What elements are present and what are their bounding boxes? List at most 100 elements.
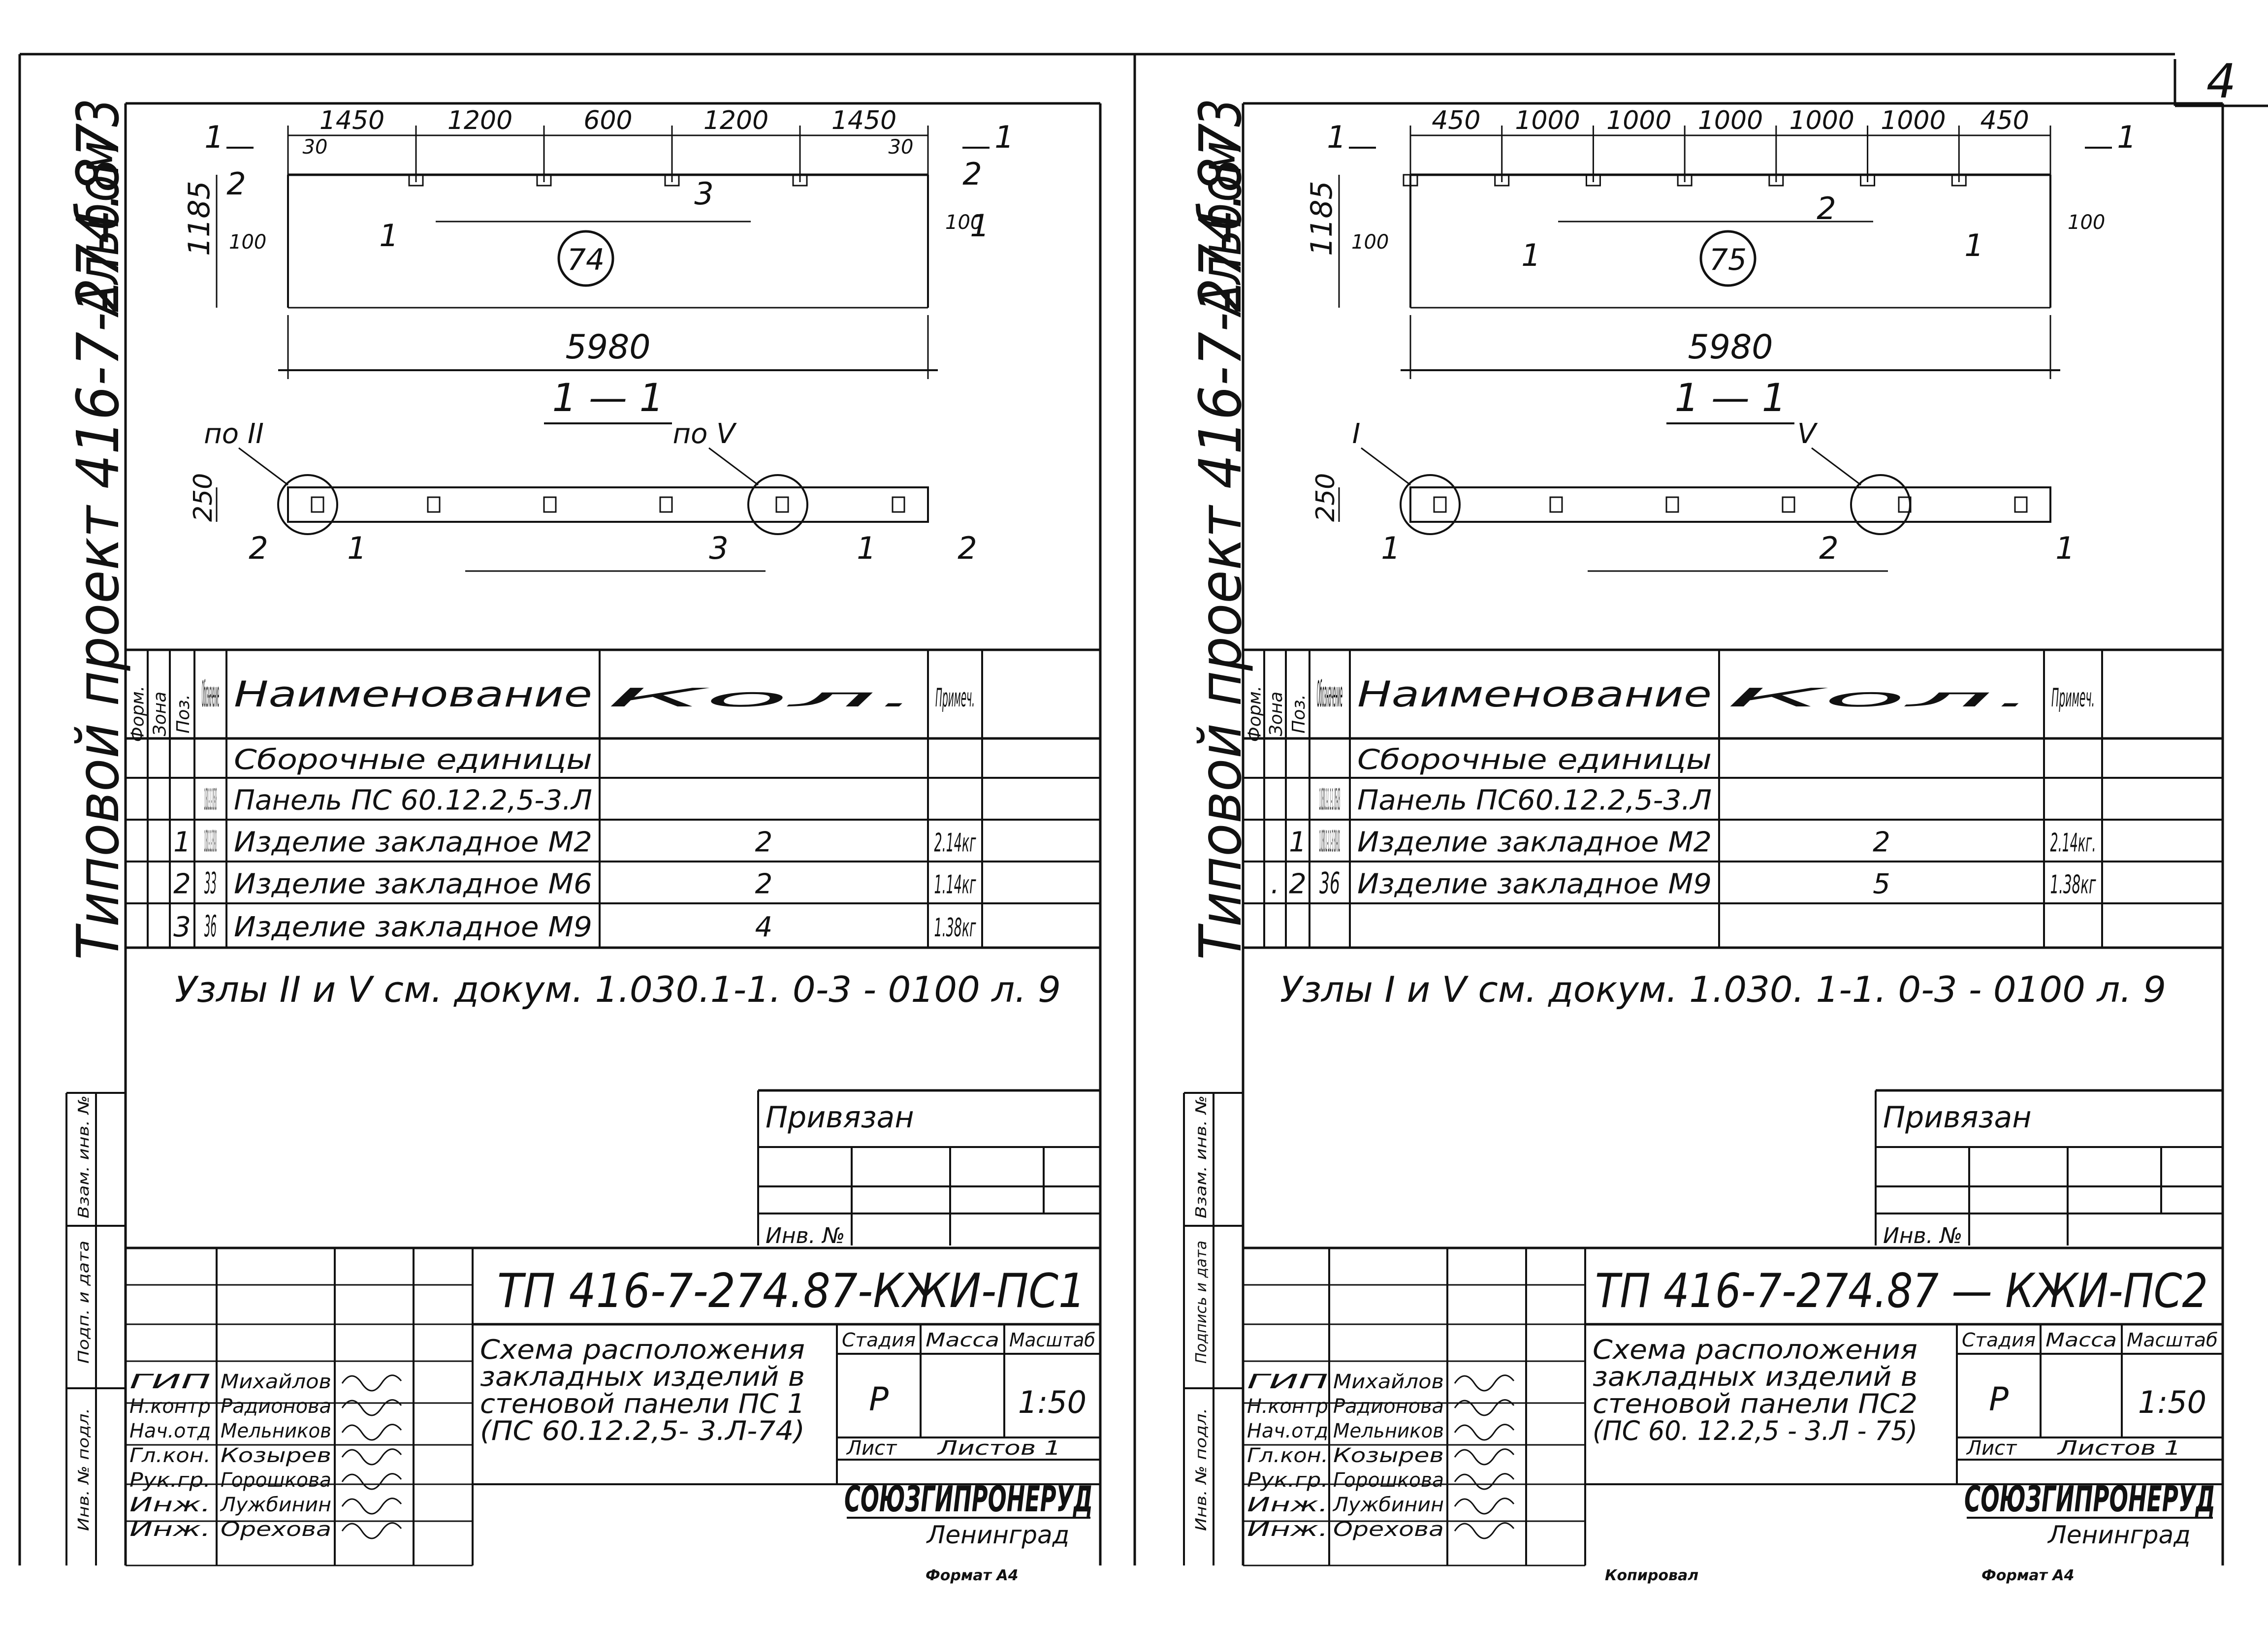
embedded-plate-mark (536, 174, 552, 187)
height-dim: 1185 (1305, 181, 1339, 256)
node-ref-label: I (1352, 418, 1361, 450)
inv-label: Инв. № (1883, 1223, 1962, 1248)
node-ref-leader (238, 447, 288, 486)
signature-role: ГИП (129, 1371, 211, 1393)
cut-marker-right: 1 (2117, 119, 2136, 155)
section-plate-mark (1782, 496, 1795, 513)
plan-callout: 1 (1521, 237, 1540, 273)
plan-callout: 1 (970, 208, 989, 244)
table-cell: Сборочные единицы (1357, 744, 1712, 776)
section-plate-mark (1549, 496, 1563, 513)
signature-name: Лужбинин (220, 1494, 331, 1516)
city: Ленинград (2047, 1521, 2190, 1549)
privyazan-label: Привязан (766, 1100, 914, 1135)
offset-dim-value: 100 (945, 211, 983, 234)
table-cell: 36 (1319, 866, 1340, 901)
embedded-plate-mark (1768, 174, 1784, 187)
chain-dim-value: 450 (1432, 106, 1480, 135)
section-outline (287, 486, 929, 523)
album-label: Альбом 3 (64, 98, 132, 318)
table-cell: 2 (755, 868, 773, 900)
stage-value: Р (1989, 1380, 2009, 1418)
side-stamp-label: Взам. инв. № (1193, 1095, 1210, 1218)
sheet-title-line: закладных изделий в (480, 1361, 805, 1392)
table-header: Наименование (1357, 673, 1712, 715)
sheet-title-line: Схема расположения (480, 1334, 805, 1365)
signature-name: Михайлов (221, 1371, 331, 1393)
table-cell: 1.030.1-1.1-1 05-03 (204, 783, 217, 817)
table-cell: . (1271, 868, 1279, 900)
signature-name: Орехова (221, 1518, 331, 1541)
table-cell: 1 (1289, 827, 1307, 859)
table-cell: Панель ПС60.12.2,5-3.Л (1357, 785, 1712, 817)
chain-dim-value: 1200 (703, 106, 768, 135)
signature-scribble (1454, 1473, 1515, 1490)
sheet-title-line: Схема расположения (1593, 1334, 1917, 1365)
signature-scribble (341, 1522, 402, 1539)
signature-role: Инж. (129, 1518, 211, 1541)
format-label: Формат А4 (1981, 1567, 2075, 1584)
table-cell: 5 (1873, 868, 1890, 900)
table-header: Форм. (128, 686, 148, 742)
section-callout: 1 (2055, 530, 2075, 566)
node-ref-circle (277, 474, 338, 535)
format-label: Копировал (1605, 1567, 1698, 1584)
sheet-title-line: стеновой панели ПС 1 (480, 1388, 805, 1419)
detail-number-circle (557, 230, 614, 287)
table-header: Примеч. (935, 683, 975, 713)
embedded-plate-mark (408, 174, 424, 187)
organization: СОЮЗГИПРОНЕРУД (1964, 1478, 2215, 1520)
signature-scribble (1454, 1374, 1515, 1392)
signature-scribble (1454, 1448, 1515, 1466)
chain-dim-value: 600 (583, 106, 632, 135)
signature-role: Н.контр (1247, 1395, 1328, 1418)
project-label: Типовой проект 416-7-274.87 (64, 123, 132, 960)
stage-header: Масштаб (1009, 1329, 1095, 1351)
note-text: Узлы II и V см. докум. 1.030.1-1. 0-3 - … (175, 969, 1061, 1010)
embedded-plate-mark (1585, 174, 1601, 187)
doc-code: ТП 416-7-274.87-КЖИ-ПС1 (497, 1264, 1086, 1318)
organization: СОЮЗГИПРОНЕРУД (844, 1478, 1093, 1520)
section-plate-mark (2014, 496, 2028, 513)
signature-role: Инж. (1247, 1518, 1328, 1541)
table-cell: 1.38кг (2050, 870, 2096, 900)
signature-scribble (341, 1374, 402, 1392)
side-stamp-label: Инв. № подл. (1193, 1408, 1210, 1531)
section-plate-mark (775, 496, 789, 513)
stage-value: Р (869, 1380, 889, 1418)
chain-dim-value: 450 (1981, 106, 2029, 135)
section-callout: 3 (709, 530, 728, 566)
embedded-plate-mark (1951, 174, 1967, 187)
signature-name: Лужбинин (1332, 1494, 1444, 1516)
section-plate-mark (427, 496, 441, 513)
sheet-label: Лист (1966, 1437, 2017, 1460)
signature-role: Нач.отд (129, 1420, 211, 1442)
signature-scribble (1454, 1522, 1515, 1539)
sheet-title-line: (ПС 60.12.2,5- 3.Л-74) (480, 1415, 805, 1446)
sheet-title-line: закладных изделий в (1593, 1361, 1917, 1392)
embedded-plate-mark (1677, 174, 1693, 187)
node-ref-circle (747, 474, 808, 535)
album-label: Альбом 3 (1186, 98, 1254, 318)
plan-callout: 2 (226, 166, 246, 202)
table-header: Зона (150, 692, 170, 736)
section-title: 1 — 1 (552, 376, 664, 420)
sheets-label: Листов 1 (936, 1437, 1061, 1460)
section-callout: 2 (1819, 530, 1838, 566)
signature-scribble (1454, 1424, 1515, 1441)
table-cell: 2 (1289, 868, 1307, 900)
sheet-title-line: стеновой панели ПС2 (1593, 1388, 1917, 1419)
table-cell: Панель ПС 60.12.2,5-3.Л (234, 785, 592, 817)
table-cell: 2 (1873, 827, 1890, 859)
table-header: Наименование (234, 673, 592, 715)
signature-role: Гл.кон. (1247, 1444, 1328, 1467)
sheet-title-line: (ПС 60. 12.2,5 - 3.Л - 75) (1593, 1415, 1917, 1446)
privyazan-label: Привязан (1883, 1100, 2032, 1135)
side-stamp-label: Подпись и дата (1193, 1241, 1210, 1364)
offset-dim-value: 100 (1351, 231, 1389, 254)
table-cell: Сборочные единицы (234, 744, 592, 776)
stage-header: Масса (926, 1329, 999, 1351)
node-ref-leader (1361, 447, 1411, 486)
signature-role: Рук.гр. (129, 1469, 211, 1492)
